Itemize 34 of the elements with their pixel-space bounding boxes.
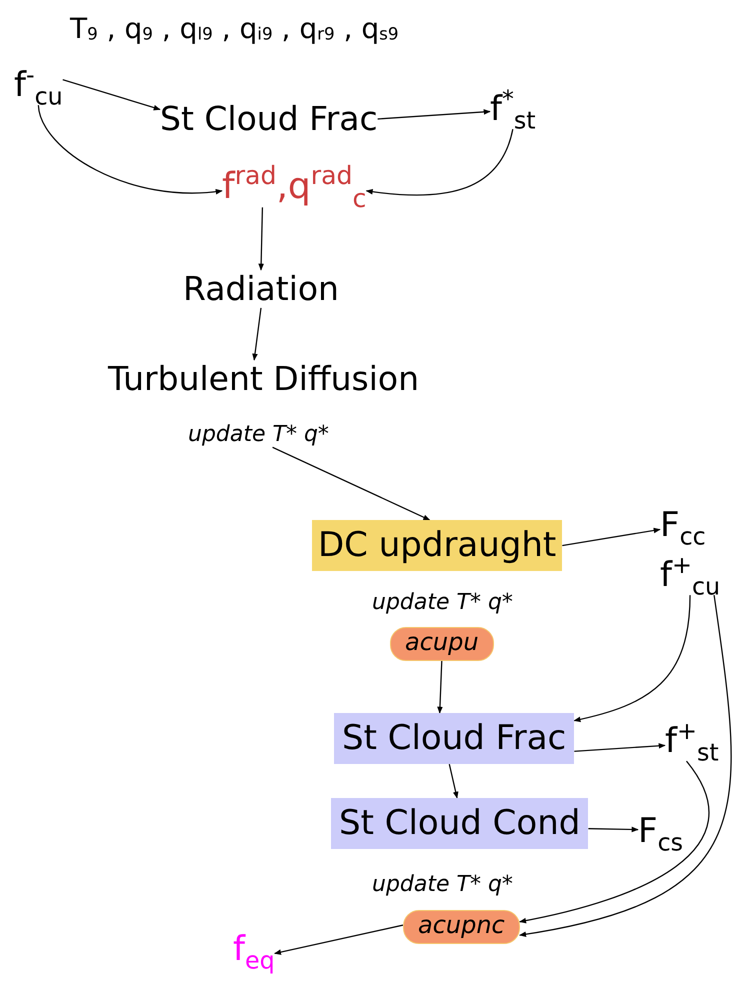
arrow bbox=[378, 109, 491, 120]
arrow bbox=[448, 764, 458, 799]
process-step: Radiation bbox=[183, 270, 339, 308]
node-label: DC updraught bbox=[318, 526, 556, 566]
arrow bbox=[574, 743, 666, 752]
arrow bbox=[252, 308, 262, 361]
arrow bbox=[274, 924, 404, 955]
variable-symbol: F$_{cc}$ bbox=[660, 506, 706, 546]
node-label: acupu bbox=[405, 629, 479, 657]
process-box bbox=[334, 713, 574, 764]
arrow bbox=[38, 104, 223, 194]
arrow bbox=[562, 528, 661, 546]
node-label: acupnc bbox=[418, 912, 505, 940]
arrow bbox=[62, 79, 161, 110]
routine-pill bbox=[403, 910, 520, 944]
routine-pill bbox=[390, 627, 494, 661]
arrow bbox=[588, 826, 639, 832]
update-note: update T* q* bbox=[372, 590, 513, 615]
process-step: Turbulent Diffusion bbox=[108, 360, 420, 398]
node-label: St Cloud Frac bbox=[342, 719, 566, 758]
arrow bbox=[574, 595, 691, 722]
update-note: update T* q* bbox=[188, 422, 329, 448]
process-step: St Cloud Frac bbox=[160, 100, 378, 138]
arrow bbox=[519, 760, 709, 924]
arrow bbox=[519, 595, 732, 937]
process-box bbox=[331, 798, 588, 850]
update-note: update T* q* bbox=[372, 872, 513, 897]
variable-symbol: F$_{cs}$ bbox=[638, 812, 684, 852]
process-box bbox=[312, 520, 562, 572]
arrow bbox=[272, 446, 430, 521]
arrow bbox=[258, 207, 264, 271]
arrow bbox=[366, 128, 514, 196]
arrow bbox=[437, 660, 443, 714]
node-label: St Cloud Cond bbox=[339, 804, 580, 844]
